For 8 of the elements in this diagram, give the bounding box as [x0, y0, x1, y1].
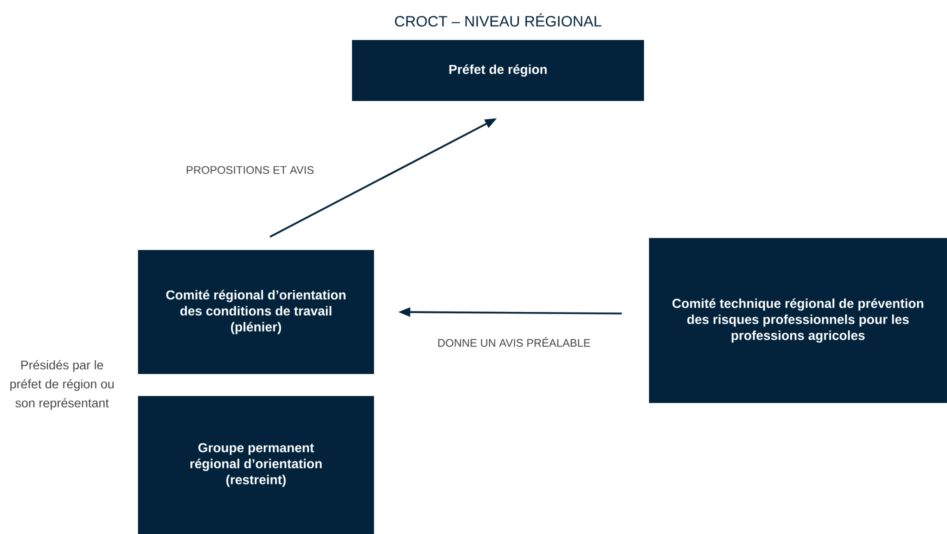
org-box: Comité régional d’orientation des conditions de travail (plénier)	[138, 250, 374, 374]
note: Présidés par le préfet de région ou son représentant	[10, 360, 114, 410]
org-box: Groupe permanent régional d’orientation (restreint)	[138, 396, 374, 534]
edge-label: DONNE UN AVIS PRÉALABLE	[436, 336, 592, 348]
org-box: Préfet de région	[352, 40, 644, 101]
edge-label: PROPOSITIONS ET AVIS	[184, 165, 316, 175]
org-box: Comité technique régional de prévention des risques professionnels pour les professions agricoles	[649, 238, 947, 403]
title: CROCT – NIVEAU RÉGIONAL	[395, 13, 602, 27]
